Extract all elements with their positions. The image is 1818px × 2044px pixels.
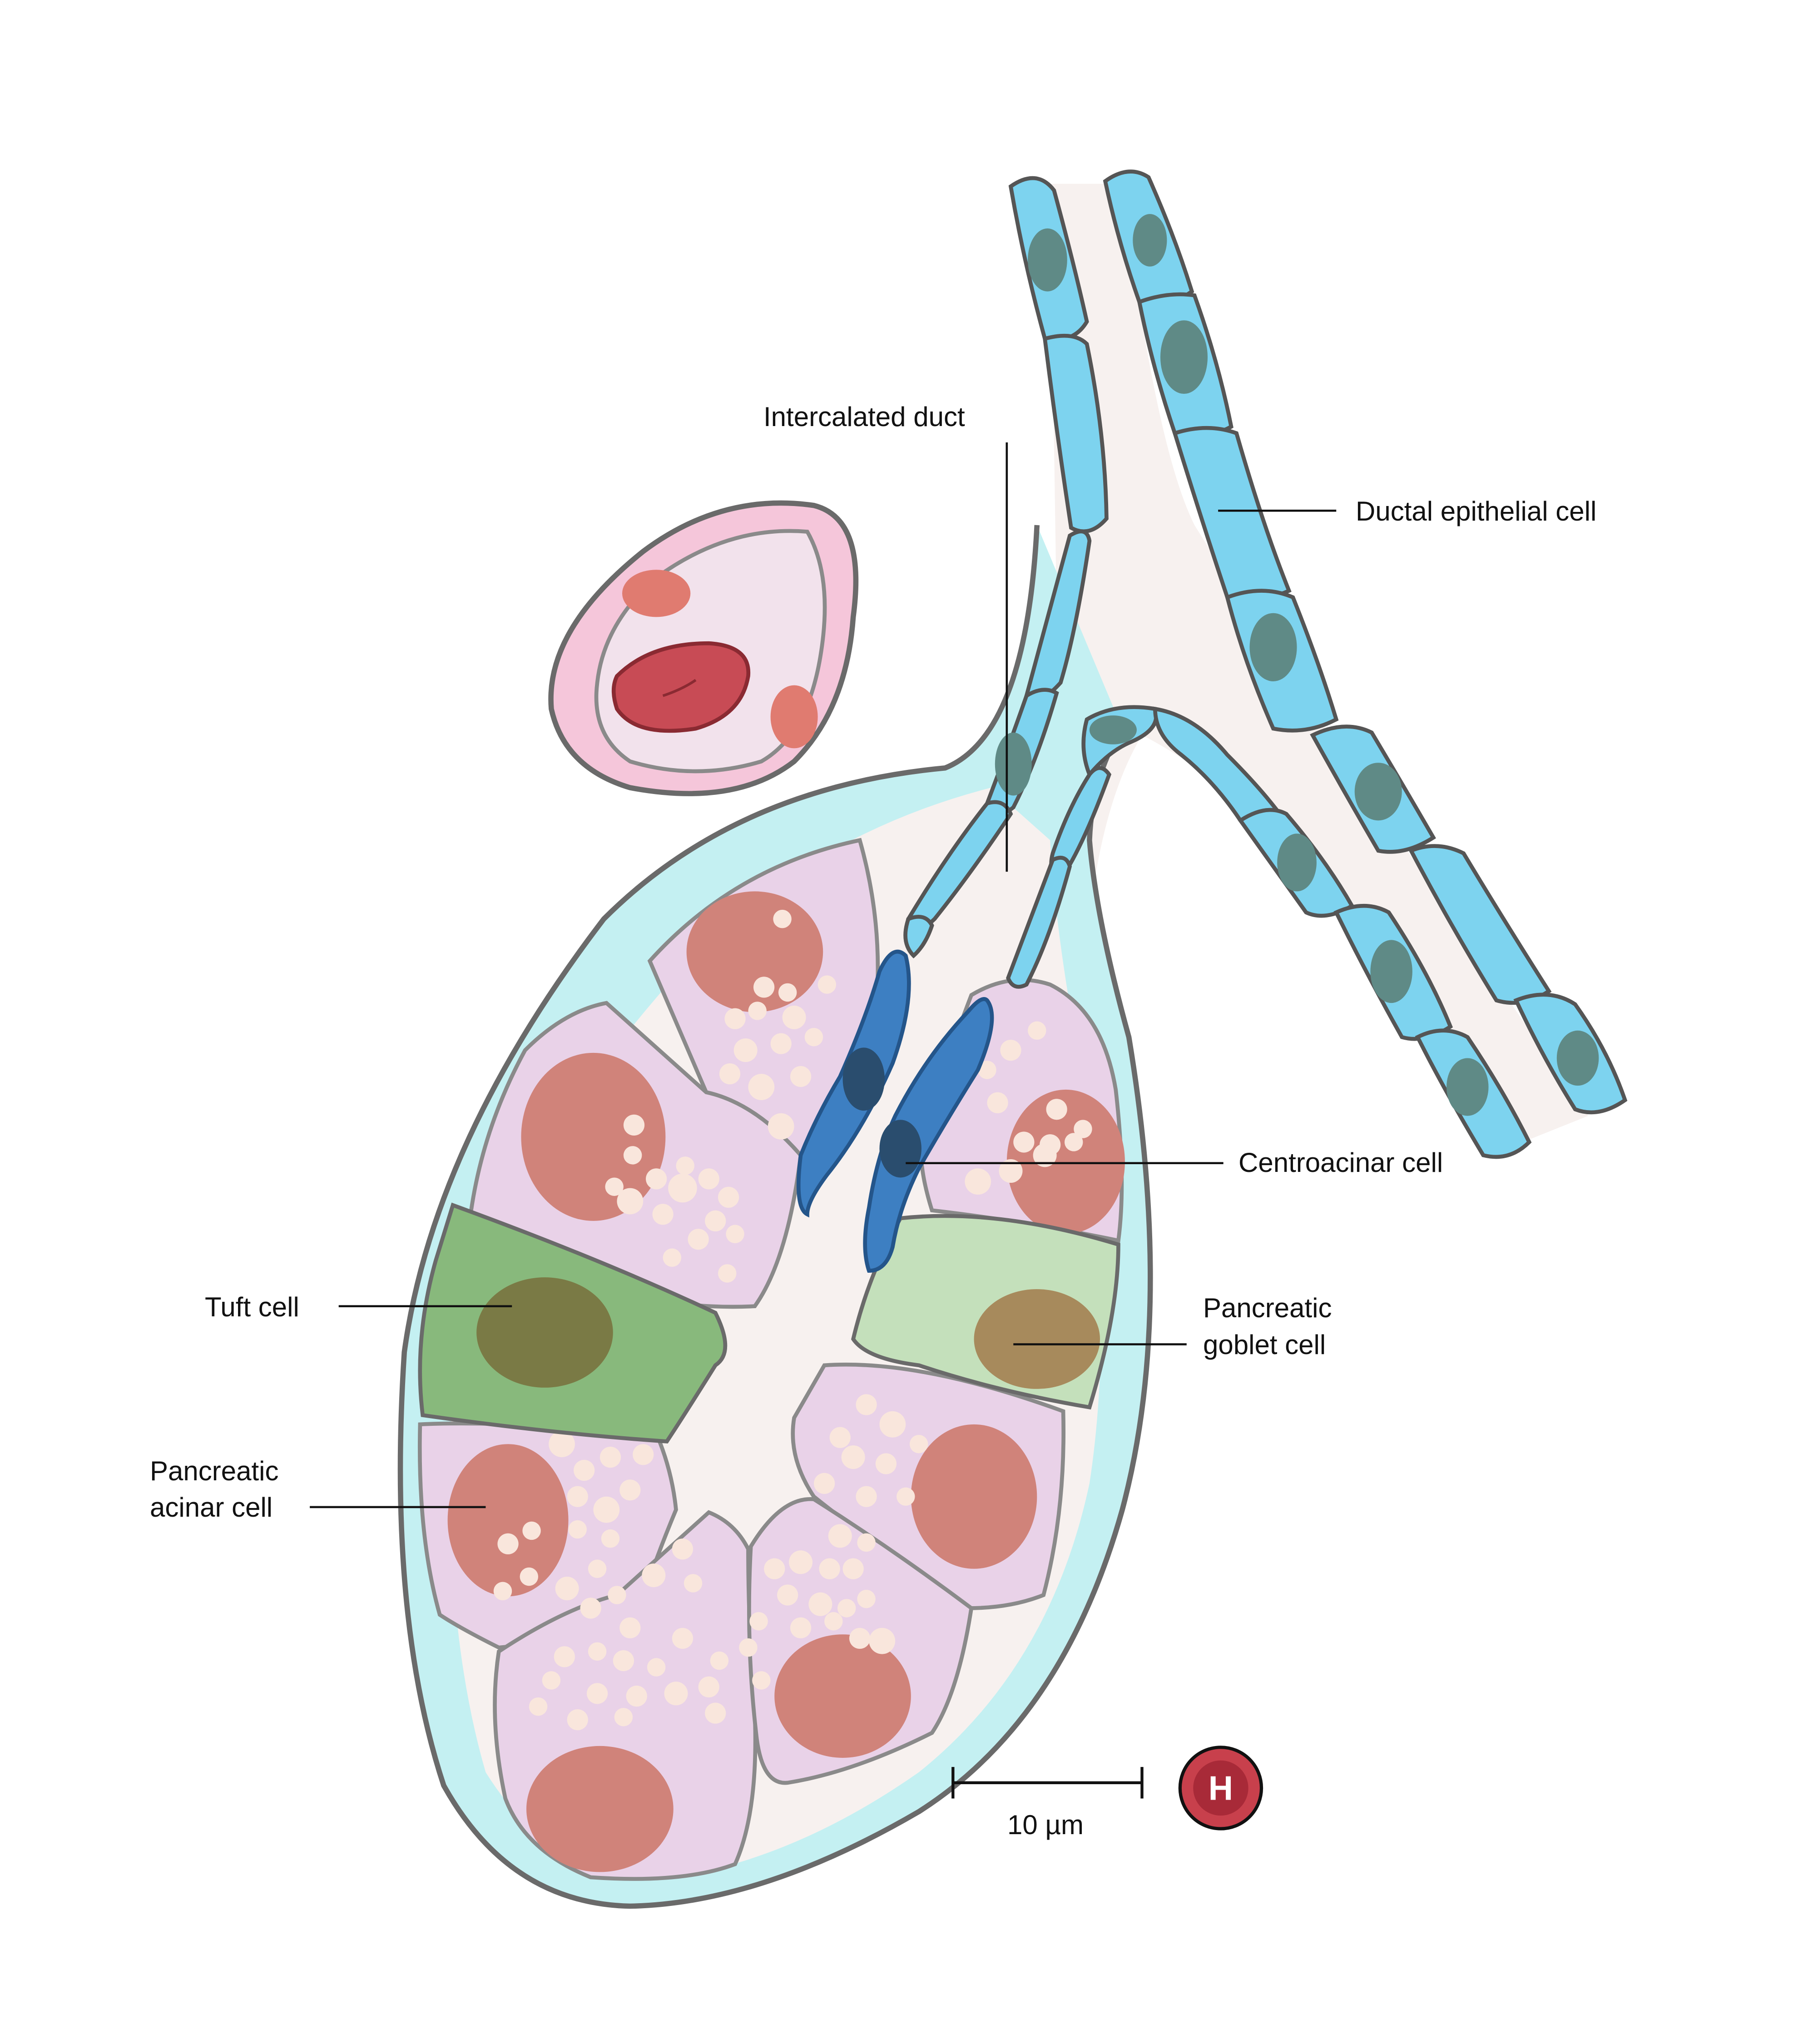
centroacinar-nucleus	[842, 1047, 885, 1111]
leader-lines	[310, 442, 1337, 1508]
pancreatic-goblet-cell	[851, 1214, 1120, 1410]
label-tuft-cell: Tuft cell	[205, 1292, 299, 1322]
label-ductal-epithelial-cell: Ductal epithelial cell	[1356, 496, 1597, 526]
nucleus	[774, 1634, 911, 1758]
centroacinar-nucleus	[879, 1120, 921, 1178]
ductal-epithelial-cell	[1042, 333, 1109, 534]
label-centroacinar-cell: Centroacinar cell	[1238, 1147, 1443, 1178]
zymogen-granules	[493, 909, 1092, 1731]
pancreatic-acinar-cell	[493, 1510, 758, 1881]
capillary	[548, 500, 859, 796]
label-pancreatic-acinar-cell-line2: acinar cell	[150, 1492, 273, 1523]
ductal-epithelial-cell	[1024, 529, 1092, 702]
goblet-cell-nucleus	[974, 1289, 1100, 1389]
scale-bar	[951, 1767, 1144, 1799]
ductal-epithelial-cell	[985, 688, 1059, 815]
tuft-cell	[418, 1202, 728, 1444]
intercalated-duct-wall	[903, 169, 1628, 1159]
ductal-epithelial-cell	[1415, 1028, 1532, 1159]
ductal-epithelial-cell	[1408, 844, 1552, 1005]
label-pancreatic-acinar-cell-line1: Pancreatic	[150, 1456, 279, 1486]
tuft-cell-nucleus	[476, 1277, 613, 1388]
nucleus	[911, 1424, 1037, 1569]
scale-bar-label: 10 µm	[1007, 1810, 1084, 1840]
nucleus	[526, 1746, 674, 1872]
acinus	[397, 525, 1153, 1909]
ductal-epithelial-cell	[1172, 426, 1292, 602]
ductal-epithelial-cell	[906, 800, 1013, 929]
ductal-epithelial-cell	[1008, 176, 1089, 342]
ductal-epithelial-cell	[1225, 589, 1339, 733]
ductal-epithelial-cell	[903, 914, 934, 959]
endothelial-nucleus	[770, 685, 818, 749]
label-intercalated-duct: Intercalated duct	[763, 402, 965, 432]
histology-badge: H	[1178, 1746, 1263, 1831]
ductal-epithelial-cell	[1006, 855, 1072, 989]
ductal-epithelial-cell	[1333, 903, 1453, 1041]
nucleus	[1006, 1089, 1125, 1234]
nucleus	[521, 1052, 666, 1221]
ductal-epithelial-cell	[1310, 724, 1436, 854]
ductal-epithelial-cell	[1513, 992, 1628, 1115]
nucleus	[686, 891, 823, 1012]
ductal-epithelial-cell	[1081, 705, 1159, 779]
ductal-epithelial-cell	[1103, 169, 1194, 306]
label-pancreatic-goblet-cell-line2: goblet cell	[1203, 1330, 1326, 1360]
centroacinar-cell	[796, 949, 911, 1218]
red-blood-cell	[611, 641, 751, 733]
ductal-epithelial-cell	[1238, 808, 1355, 918]
label-pancreatic-goblet-cell-line1: Pancreatic	[1203, 1293, 1332, 1323]
endothelial-nucleus	[622, 570, 691, 617]
nucleus	[447, 1444, 569, 1597]
ductal-epithelial-cell	[1137, 292, 1233, 437]
badge-letter: H	[1209, 1769, 1233, 1807]
